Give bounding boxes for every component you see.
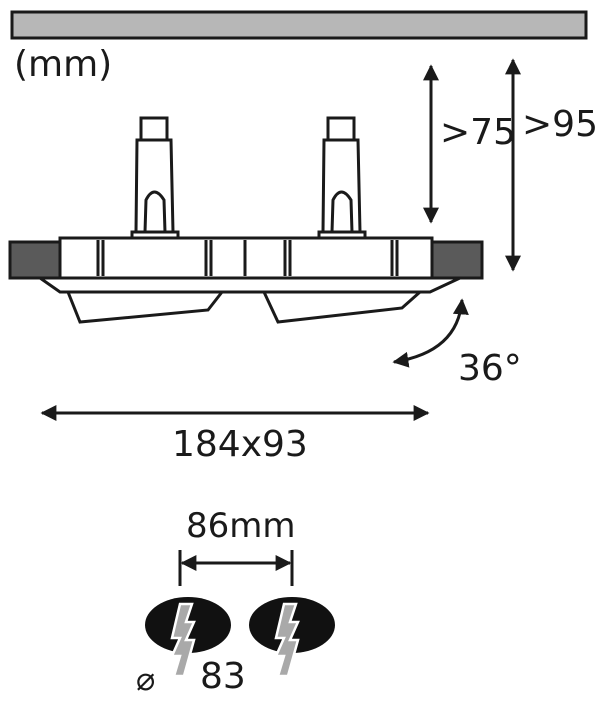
ceiling-section-left <box>8 240 62 280</box>
diameter-label: 83 <box>200 656 246 697</box>
tilt-angle-arrow <box>392 298 469 368</box>
tilted-lamp-left <box>65 290 226 324</box>
ceiling-bar <box>10 10 588 40</box>
tilted-lamp-right <box>261 290 424 324</box>
min-depth-label: >75 <box>440 112 516 153</box>
max-depth-label: >95 <box>522 104 598 145</box>
lightning-icon <box>170 602 196 678</box>
bottom-frame <box>35 276 461 294</box>
spring-clip-right <box>317 116 367 248</box>
spacing-label: 86mm <box>186 506 296 546</box>
unit-label: (mm) <box>14 44 113 85</box>
tilt-angle-label: 36° <box>458 348 522 389</box>
ceiling-section-right <box>430 240 484 280</box>
housing-body <box>58 236 434 280</box>
lightning-icon <box>274 602 300 678</box>
cutout-size-label: 184x93 <box>172 424 308 465</box>
spring-clip-left <box>130 116 180 248</box>
diameter-icon: ⌀ <box>136 660 156 698</box>
